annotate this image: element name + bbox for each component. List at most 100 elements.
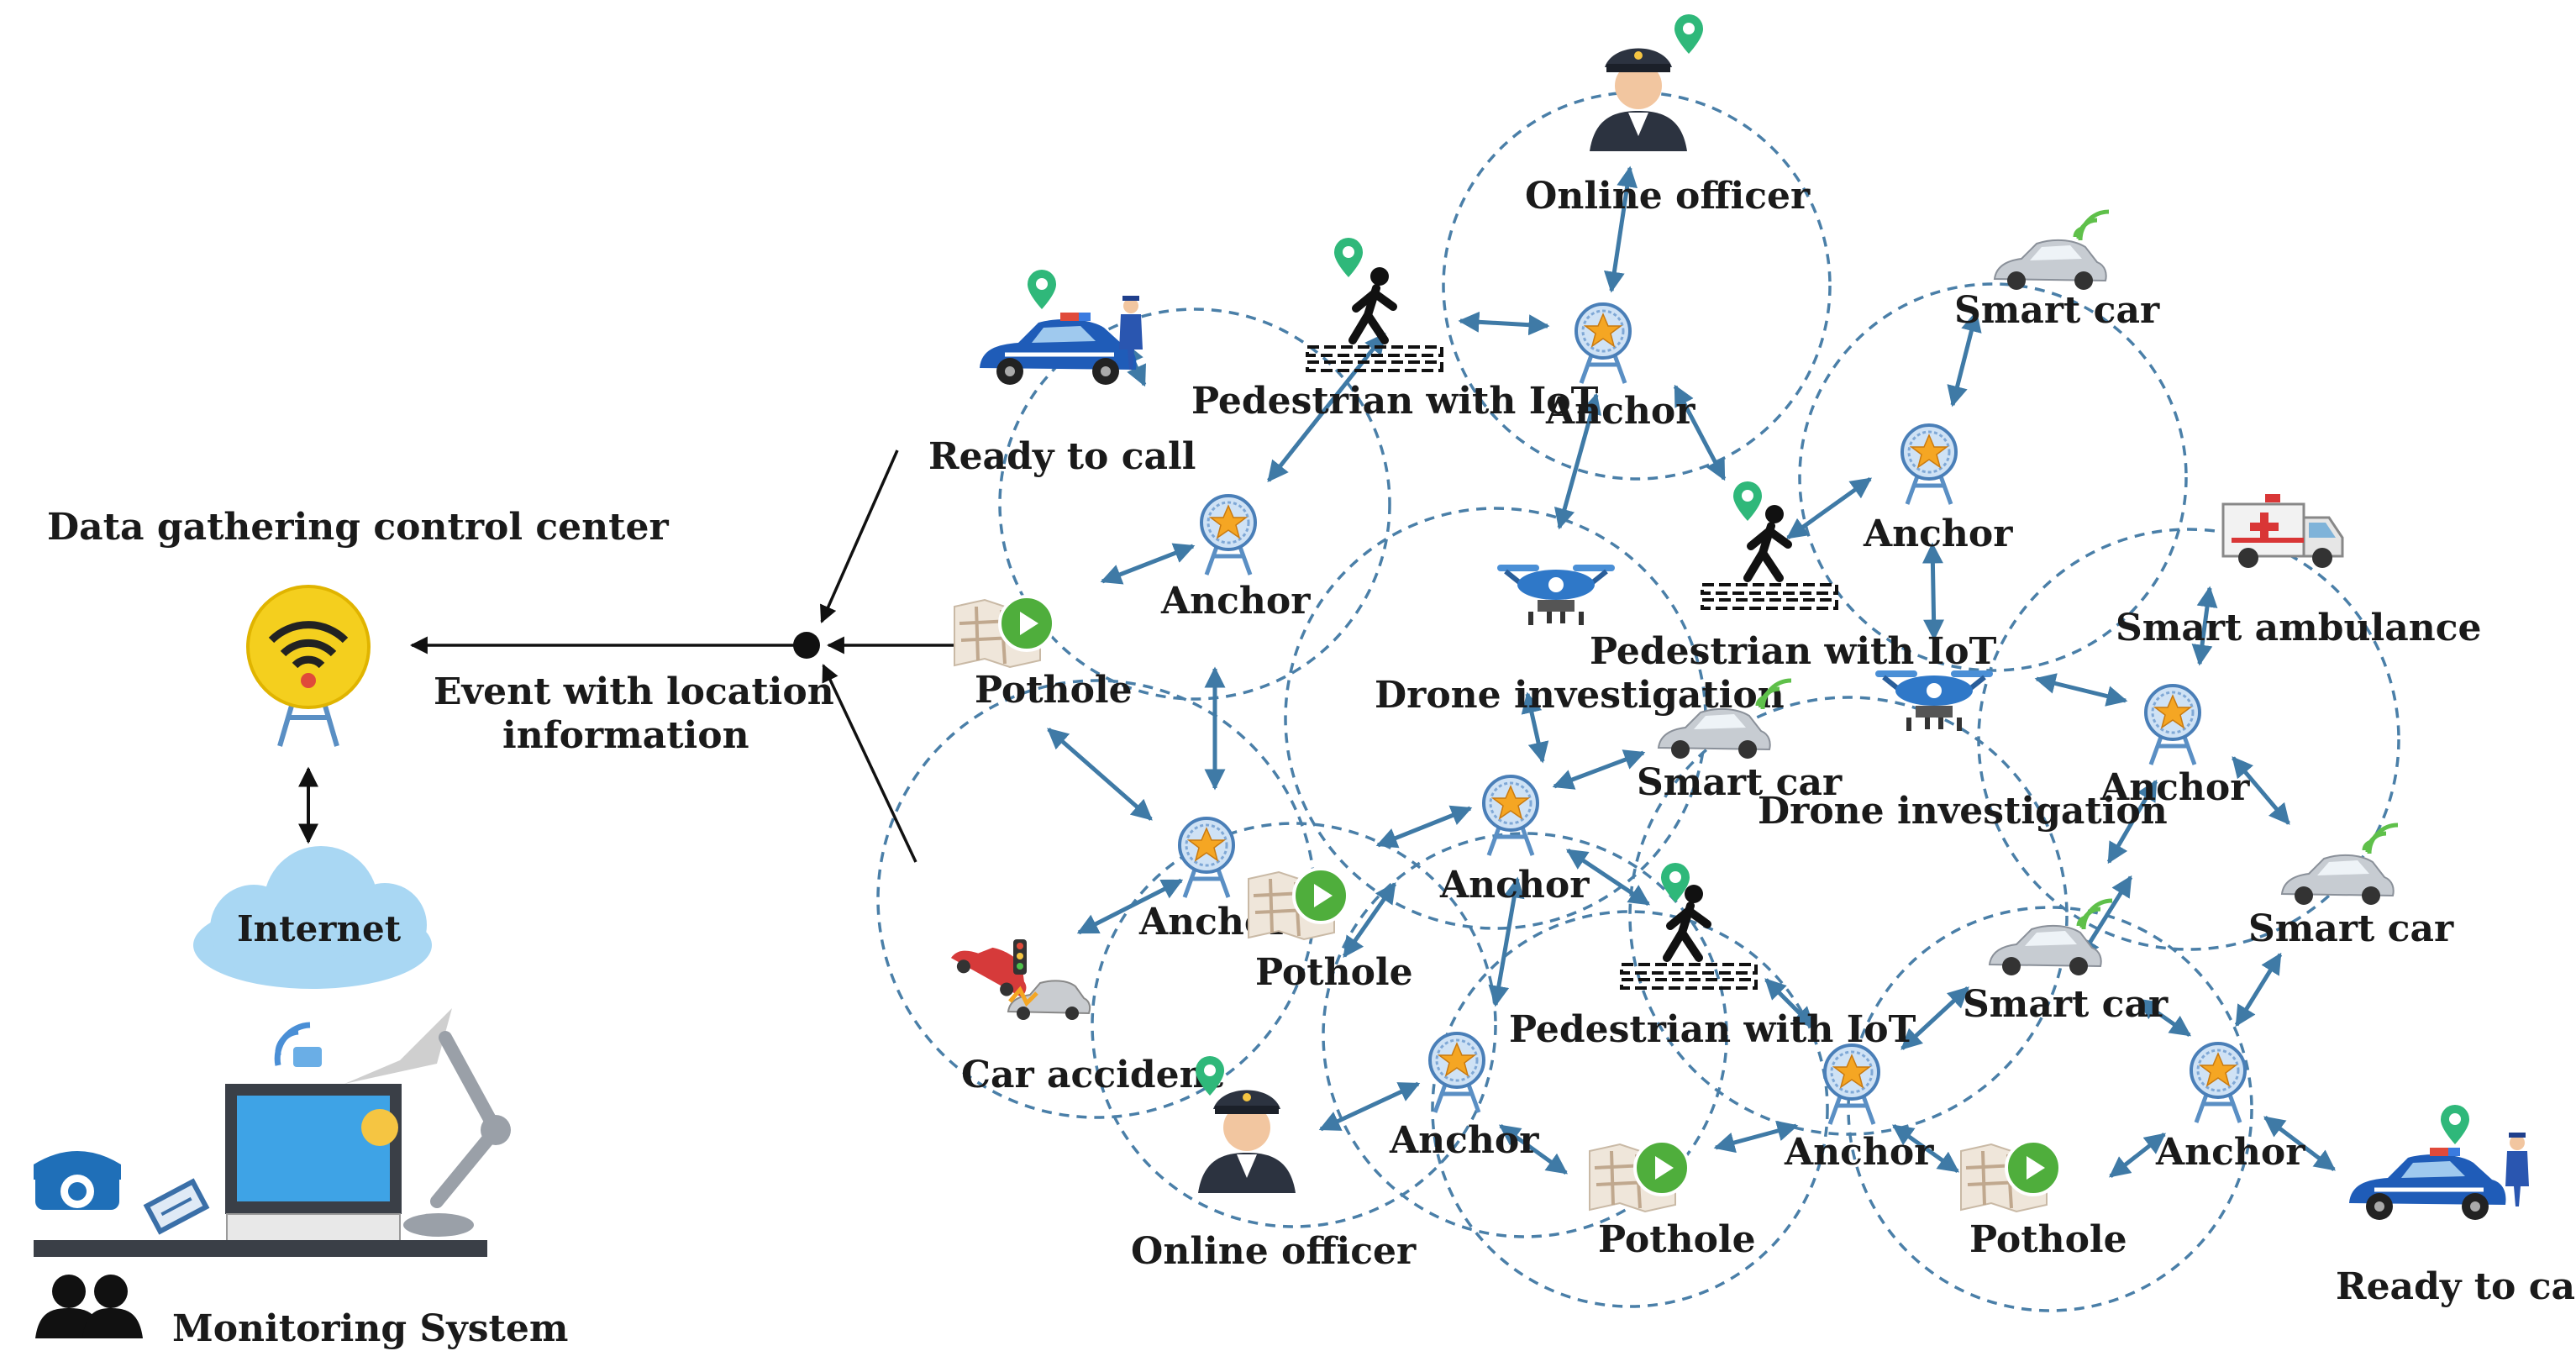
node-pedestrian-top: Pedestrian with IoT <box>1191 238 1599 423</box>
police-car-icon <box>980 313 1136 385</box>
node-pothole-center: Pothole <box>1247 867 1413 994</box>
node-anchor-bottom-1: Anchor <box>1389 1033 1539 1162</box>
node-smart-ambulance: Smart ambulance <box>2116 492 2482 649</box>
pothole-left-label: Pothole <box>975 669 1133 712</box>
location-pin-icon <box>1674 14 1703 54</box>
node-ready-to-call-bottom: Ready to call <box>2336 1105 2576 1308</box>
node-car-accident: Car accident <box>947 931 1224 1096</box>
anchor-bottom-3-label: Anchor <box>2155 1131 2305 1174</box>
smart-car-lower-label: Smart car <box>1963 983 2169 1026</box>
users-icon <box>35 1275 143 1338</box>
pothole-center-label: Pothole <box>1255 951 1413 994</box>
desk-surface <box>34 1240 487 1257</box>
desk-lamp-icon <box>344 1008 511 1237</box>
node-online-officer-top: Online officer <box>1525 14 1811 218</box>
node-smart-car-top-right: Smart car <box>1954 212 2160 332</box>
smart-car-top-right-label: Smart car <box>1954 289 2160 332</box>
anchor-tower-icon <box>2146 686 2200 765</box>
node-pothole-bottom-1: Pothole <box>1588 1139 1756 1261</box>
node-smart-car-lower: Smart car <box>1963 901 2169 1026</box>
police-officer-icon <box>1590 48 1687 151</box>
smart-car-icon <box>1994 239 2107 291</box>
ready-to-call-top-label: Ready to call <box>928 435 1196 478</box>
smart-car-icon <box>1989 924 2102 976</box>
control-center-panel: Data gathering control center Internet <box>34 449 958 1350</box>
pedestrian-crossing-icon <box>1702 505 1837 608</box>
anchor-right-mid-label: Anchor <box>1863 513 2013 555</box>
smart-car-far-right-label: Smart car <box>2248 907 2454 950</box>
node-anchor-bottom-3: Anchor <box>2155 1043 2305 1174</box>
node-anchor-top: Anchor <box>1545 304 1695 433</box>
wifi-signal-icon <box>2364 825 2398 854</box>
computer-icon <box>225 1084 402 1245</box>
online-officer-top-label: Online officer <box>1525 175 1811 218</box>
aggregation-point <box>793 632 820 659</box>
pedestrian-crossing-icon <box>1307 267 1442 371</box>
drone-icon <box>1497 565 1615 625</box>
smart-car-icon <box>2281 854 2395 906</box>
smart-car-center-label: Smart car <box>1637 761 1843 804</box>
anchor-top-label: Anchor <box>1545 390 1695 433</box>
anchor-tower-icon <box>1825 1045 1879 1124</box>
wifi-router-icon <box>246 585 371 747</box>
police-officer-icon <box>1198 1090 1296 1193</box>
node-smart-car-center: Smart car <box>1637 681 1843 804</box>
ready-to-call-bottom-label: Ready to call <box>2336 1265 2576 1308</box>
signal-icon <box>274 1022 322 1067</box>
pothole-bottom-1-label: Pothole <box>1598 1218 1756 1261</box>
cloud-icon <box>193 846 432 989</box>
drone-right-label: Drone investigation <box>1758 790 2168 833</box>
police-car-icon <box>2349 1148 2505 1220</box>
node-anchor-left: Anchor <box>1160 496 1311 623</box>
pothole-map-icon <box>1247 867 1349 941</box>
anchor-center-label: Anchor <box>1439 864 1590 907</box>
node-anchor-bottom-2: Anchor <box>1784 1045 1934 1174</box>
car-accident-icon <box>947 931 1090 1020</box>
node-anchor-right-mid: Anchor <box>1863 425 2013 555</box>
online-officer-bottom-label: Online officer <box>1131 1230 1417 1273</box>
location-pin-icon <box>2441 1105 2469 1144</box>
car-accident-label: Car accident <box>961 1054 1224 1096</box>
node-pothole-left: Pothole <box>953 595 1133 712</box>
node-anchor-center: Anchor <box>1439 776 1590 907</box>
police-officer-icon <box>2505 1133 2529 1206</box>
anchor-tower-icon <box>1201 496 1255 575</box>
monitoring-system-label: Monitoring System <box>172 1307 568 1350</box>
anchor-tower-icon <box>1484 776 1538 855</box>
node-pedestrian-center: Pedestrian with IoT <box>1590 481 1997 673</box>
location-pin-icon <box>1334 238 1363 277</box>
pothole-map-icon <box>953 595 1055 669</box>
anchor-tower-icon <box>2191 1043 2245 1122</box>
anchor-right-label: Anchor <box>2100 766 2250 809</box>
anchor-bottom-1-label: Anchor <box>1389 1119 1539 1162</box>
pedestrian-top-label: Pedestrian with IoT <box>1191 380 1599 423</box>
node-pothole-bottom-2: Pothole <box>1959 1139 2127 1261</box>
location-pin-icon <box>1733 481 1762 521</box>
location-pin-icon <box>1028 270 1056 309</box>
anchor-bottom-2-label: Anchor <box>1784 1131 1934 1174</box>
drone-icon <box>1875 670 1993 731</box>
pedestrian-center-label: Pedestrian with IoT <box>1590 630 1997 673</box>
node-anchor-right: Anchor <box>2100 686 2250 809</box>
anchor-tower-icon <box>1902 425 1956 504</box>
network-links <box>1047 166 2336 1178</box>
node-online-officer-bottom: Online officer <box>1131 1056 1417 1273</box>
event-label-line2: information <box>502 714 749 757</box>
ambulance-icon <box>2221 492 2344 570</box>
telephone-icon <box>34 1151 121 1210</box>
wifi-signal-icon <box>2075 212 2109 240</box>
anchor-left-label: Anchor <box>1160 580 1311 623</box>
pothole-map-icon <box>1959 1139 2062 1213</box>
feed-arrow-bottom <box>822 664 917 863</box>
anchor-tower-icon <box>1180 818 1233 897</box>
internet-label: Internet <box>237 908 402 949</box>
anchor-tower-icon <box>1576 304 1630 383</box>
feed-arrow-top <box>820 449 899 623</box>
pothole-map-icon <box>1588 1139 1690 1213</box>
anchor-tower-icon <box>1430 1033 1484 1112</box>
node-drone-right: Drone investigation <box>1758 670 2168 833</box>
control-center-label: Data gathering control center <box>47 506 669 549</box>
pothole-bottom-2-label: Pothole <box>1969 1218 2127 1261</box>
smart-ambulance-label: Smart ambulance <box>2116 607 2482 649</box>
